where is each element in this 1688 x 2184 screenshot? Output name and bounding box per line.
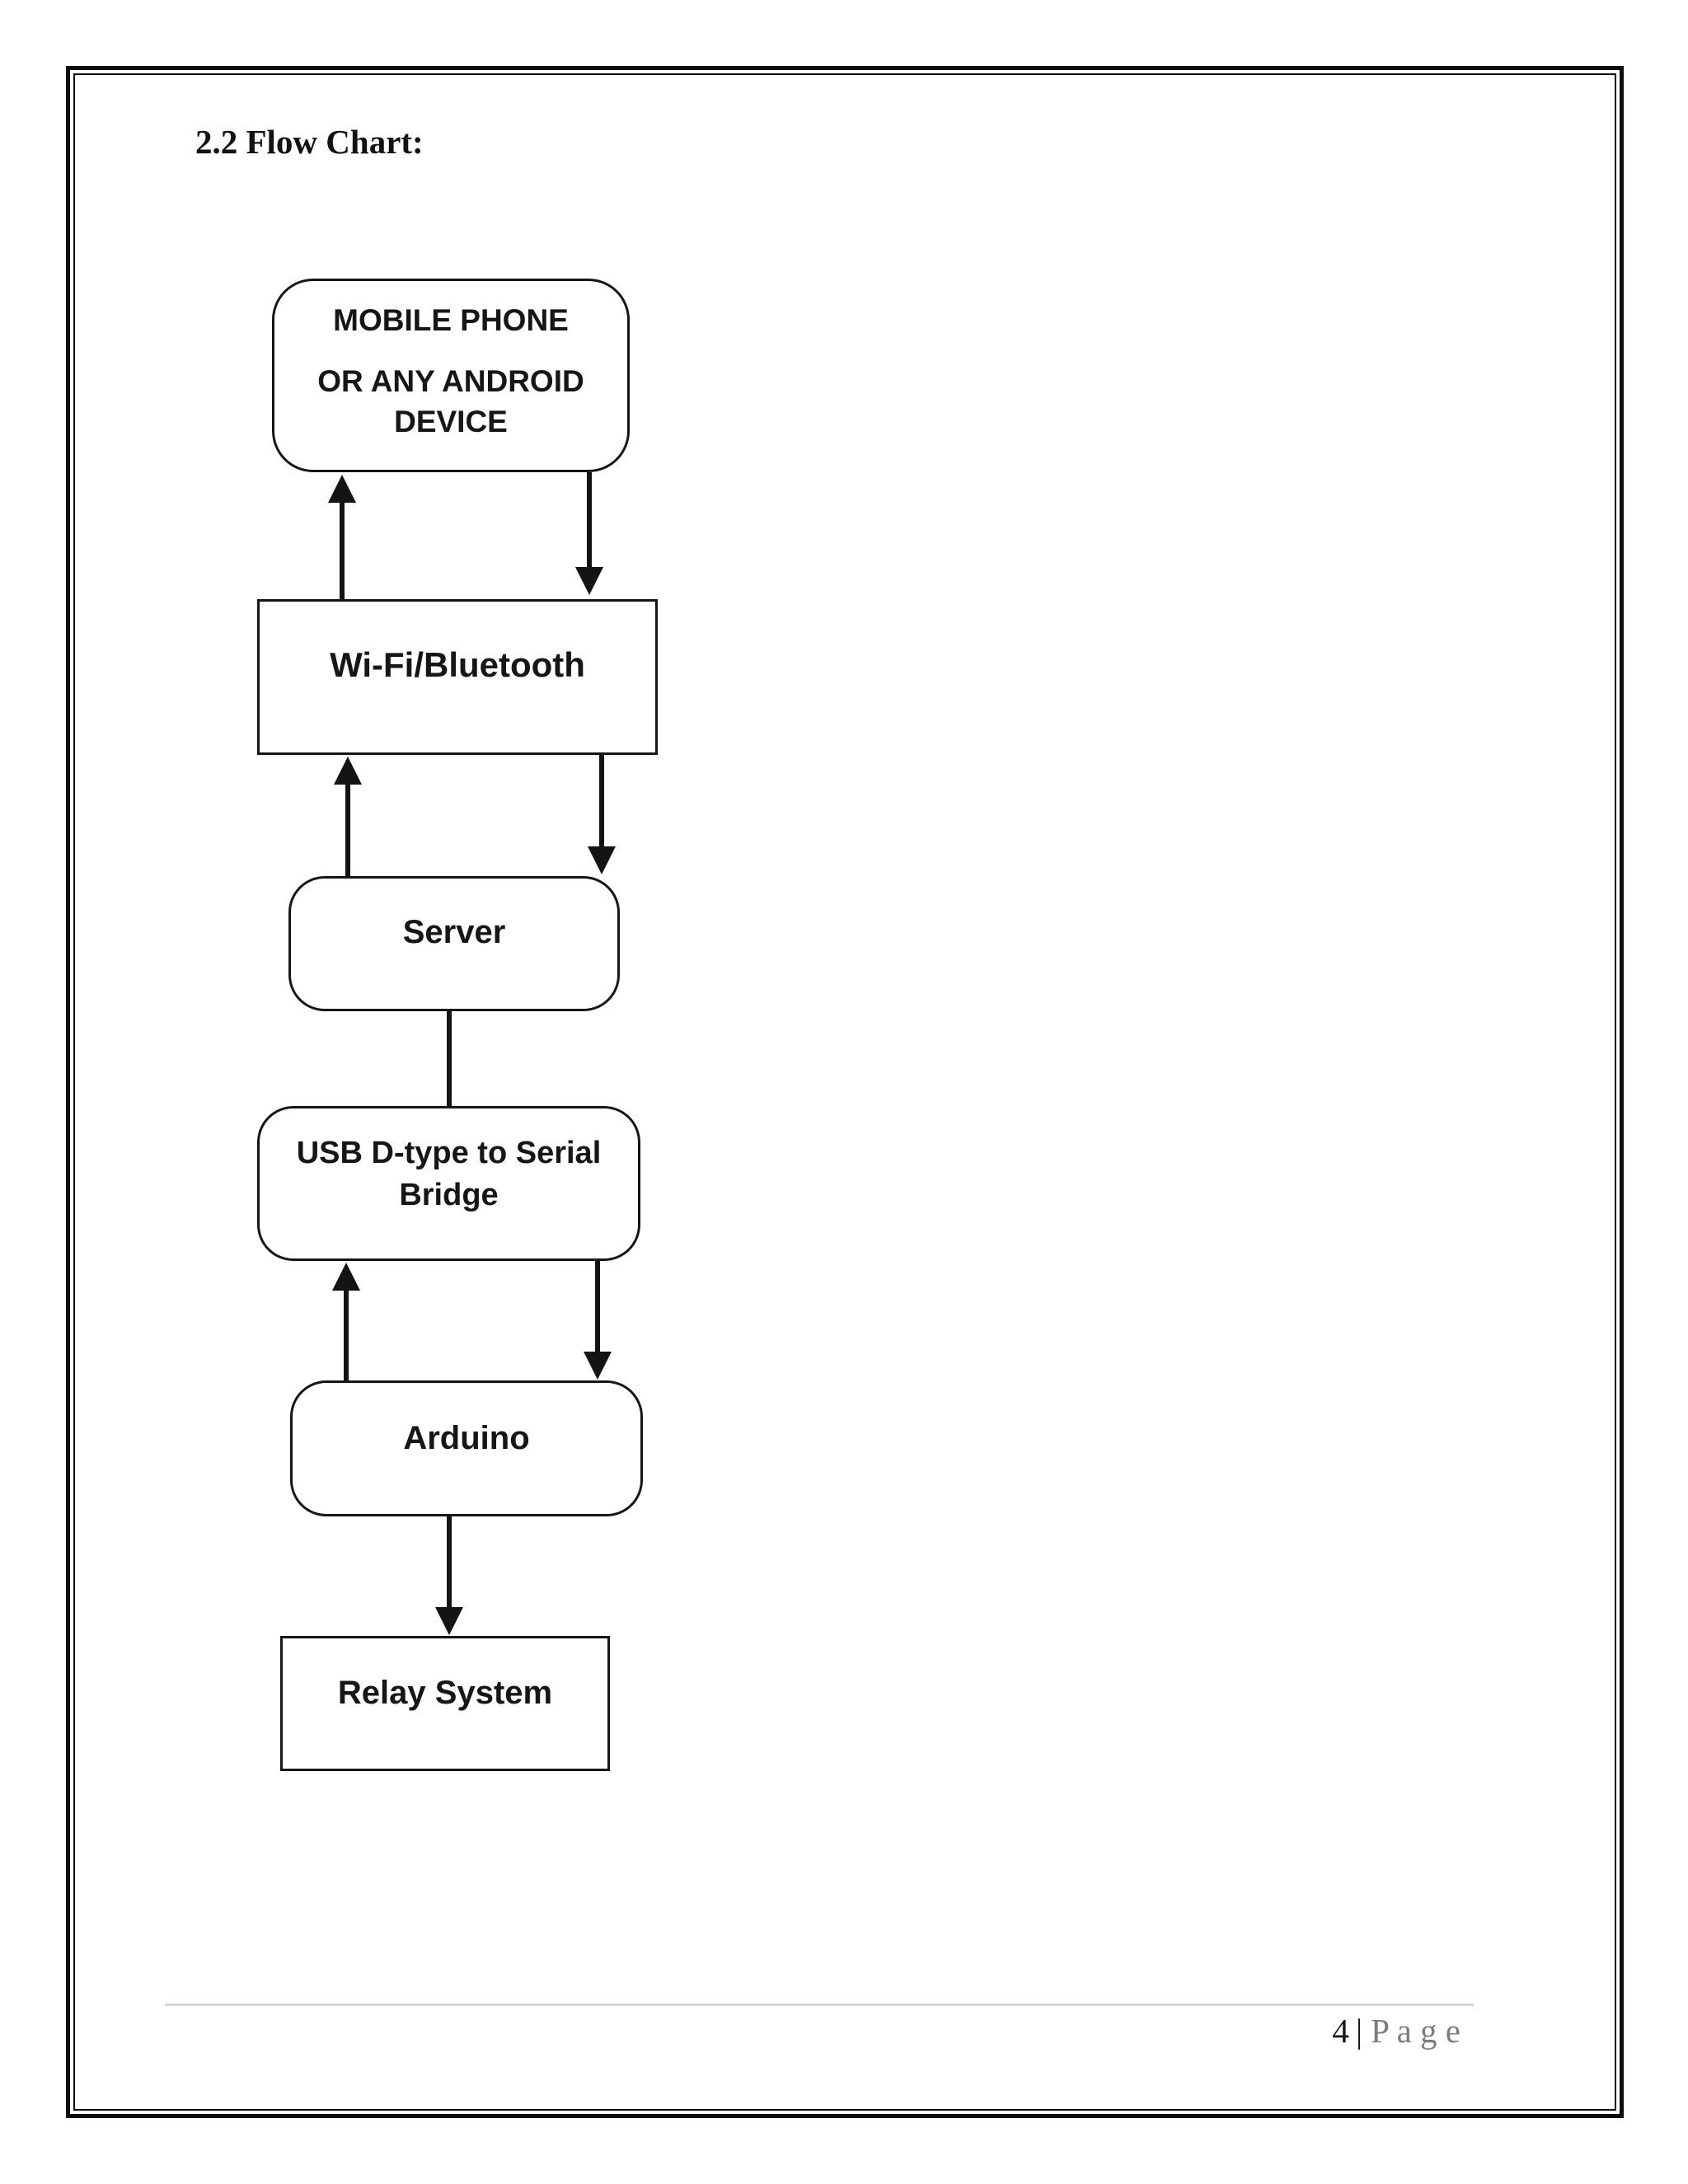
page-footer: 4|P a g e: [1332, 2011, 1461, 2050]
node-label: USB D-type to Serial Bridge: [296, 1135, 602, 1212]
arrow-shaft: [340, 496, 345, 599]
arrowhead-down-icon: [584, 1352, 612, 1380]
arrowhead-down-icon: [575, 567, 603, 595]
section-heading: 2.2 Flow Chart:: [195, 123, 424, 161]
arrow-shaft: [587, 472, 592, 574]
footer-page-label: P a g e: [1371, 2012, 1461, 2050]
arrow-shaft: [345, 778, 350, 876]
node-label-line: OR ANY ANDROID DEVICE: [317, 363, 584, 439]
page-border-frame: [66, 66, 1624, 2118]
footer-divider: [165, 2004, 1474, 2006]
arrow-shaft: [447, 1516, 452, 1614]
arrow-shaft: [595, 1261, 600, 1358]
flowchart-node-wifi-bluetooth: Wi-Fi/Bluetooth: [257, 599, 658, 755]
page-number: 4: [1332, 2012, 1349, 2050]
node-label: Relay System: [337, 1674, 553, 1711]
node-label: Arduino: [403, 1420, 530, 1456]
arrow-wifi-to-server-down: [588, 755, 616, 874]
flowchart-node-usb-serial-bridge: USB D-type to Serial Bridge: [257, 1106, 640, 1261]
arrow-shaft: [599, 755, 604, 853]
arrow-server-to-wifi-up: [334, 757, 362, 876]
node-label-line: MOBILE PHONE: [333, 302, 569, 337]
arrow-usb-to-arduino-down: [584, 1261, 612, 1380]
page-border-inner-line: [73, 73, 1616, 2111]
line-server-to-usb: [447, 1011, 452, 1107]
flowchart-node-arduino: Arduino: [290, 1380, 643, 1516]
flowchart-node-mobile-phone: MOBILE PHONE OR ANY ANDROID DEVICE: [272, 279, 630, 472]
flowchart-node-server: Server: [288, 876, 620, 1011]
arrow-arduino-to-usb-up: [332, 1263, 360, 1380]
flowchart-node-relay-system: Relay System: [280, 1636, 610, 1771]
arrow-wifi-to-mobile-up: [328, 475, 356, 599]
arrowhead-down-icon: [588, 846, 616, 874]
arrow-mobile-to-wifi-down: [575, 472, 603, 595]
node-label: Server: [402, 913, 506, 950]
node-label: Wi-Fi/Bluetooth: [330, 644, 585, 684]
arrow-shaft: [344, 1284, 349, 1380]
footer-separator: |: [1355, 2012, 1363, 2050]
arrowhead-down-icon: [435, 1607, 463, 1635]
arrow-arduino-to-relay-down: [435, 1516, 463, 1635]
